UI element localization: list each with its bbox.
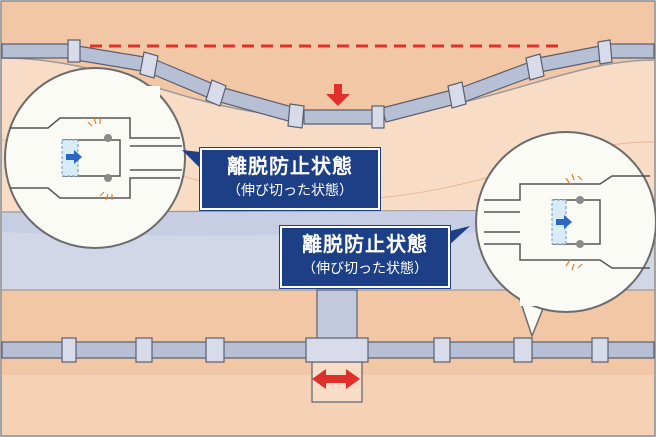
bottom-pipe — [1, 337, 655, 389]
stress-marks — [565, 173, 583, 271]
lock-ring — [576, 240, 584, 248]
pipe-joint — [597, 39, 613, 65]
pipe-joint — [205, 79, 227, 107]
pipe-joint — [305, 337, 369, 363]
service-riser — [316, 289, 358, 341]
pipe-segment — [529, 341, 595, 359]
double-arrow-icon — [312, 369, 360, 389]
pipe-segment — [365, 341, 437, 359]
pipe-segment — [221, 341, 309, 359]
magnifier-pointer-fill — [520, 290, 550, 306]
magnifier-pointer-fill — [124, 86, 160, 112]
pipe-joint — [287, 103, 305, 129]
top-pipe — [1, 39, 655, 129]
callout-subtitle: （伸び切った状態） — [302, 261, 428, 277]
lock-ring — [104, 174, 112, 182]
right-arrow-icon — [556, 215, 572, 229]
pipe-segment — [149, 341, 209, 359]
magnifier-lens — [4, 67, 186, 249]
pipe-segment — [1, 341, 65, 359]
pipe-joint — [433, 337, 451, 363]
callout-label-top: 離脱防止状態 （伸び切った状態） — [200, 148, 380, 210]
pipe-joint — [61, 337, 77, 363]
pipe-segment — [73, 341, 139, 359]
pipe-segment — [607, 43, 655, 59]
magnifier-left — [4, 67, 186, 249]
pipe-joint — [67, 39, 81, 63]
pipe-segment — [1, 43, 73, 59]
pipe-joint — [205, 337, 225, 363]
pipe-joint — [371, 105, 385, 129]
callout-label-bottom: 離脱防止状態 （伸び切った状態） — [280, 226, 450, 288]
pipe-joint — [447, 81, 467, 109]
right-arrow-icon — [66, 150, 82, 164]
callout-title: 離脱防止状態 — [302, 232, 428, 256]
callout-subtitle: （伸び切った状態） — [227, 183, 353, 199]
pipe-joint — [525, 53, 545, 81]
callout-tail — [182, 150, 200, 168]
lock-ring — [576, 196, 584, 204]
magnifier-right — [475, 131, 656, 339]
pipe-joint — [139, 51, 159, 79]
down-arrow-icon — [326, 84, 350, 106]
stress-marks — [87, 117, 113, 201]
pipe-joint — [135, 337, 153, 363]
pipe-segment — [447, 341, 517, 359]
pipe-segment — [605, 341, 655, 359]
pipe-segment — [303, 109, 375, 125]
lock-ring — [104, 134, 112, 142]
pipe-joint — [513, 337, 533, 363]
callout-title: 離脱防止状態 — [227, 154, 353, 178]
callout-tail — [446, 226, 470, 248]
pipe-joint — [591, 337, 609, 363]
